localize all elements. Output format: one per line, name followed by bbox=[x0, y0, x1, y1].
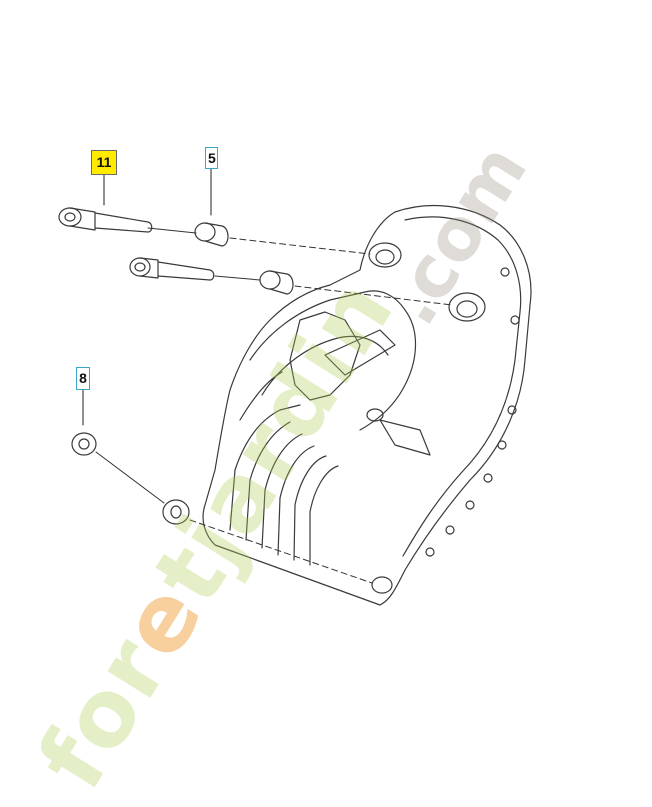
assembly-line-upper bbox=[147, 227, 197, 234]
washer-part-8-rear bbox=[162, 499, 190, 525]
callout-part-5[interactable]: 5 bbox=[205, 147, 218, 169]
callout-part-11[interactable]: 11 bbox=[91, 150, 117, 175]
callout-part-8[interactable]: 8 bbox=[76, 367, 90, 390]
assembly-line-lower bbox=[214, 275, 261, 281]
assembly-line-washer bbox=[95, 451, 165, 504]
washer-part-8-front bbox=[71, 432, 97, 456]
housing-cover bbox=[202, 204, 532, 606]
screw-part-11-upper bbox=[58, 207, 153, 233]
screw-part-11-lower bbox=[129, 257, 215, 281]
sleeve-part-5-upper bbox=[194, 222, 229, 247]
sleeve-part-5-lower bbox=[259, 270, 294, 295]
